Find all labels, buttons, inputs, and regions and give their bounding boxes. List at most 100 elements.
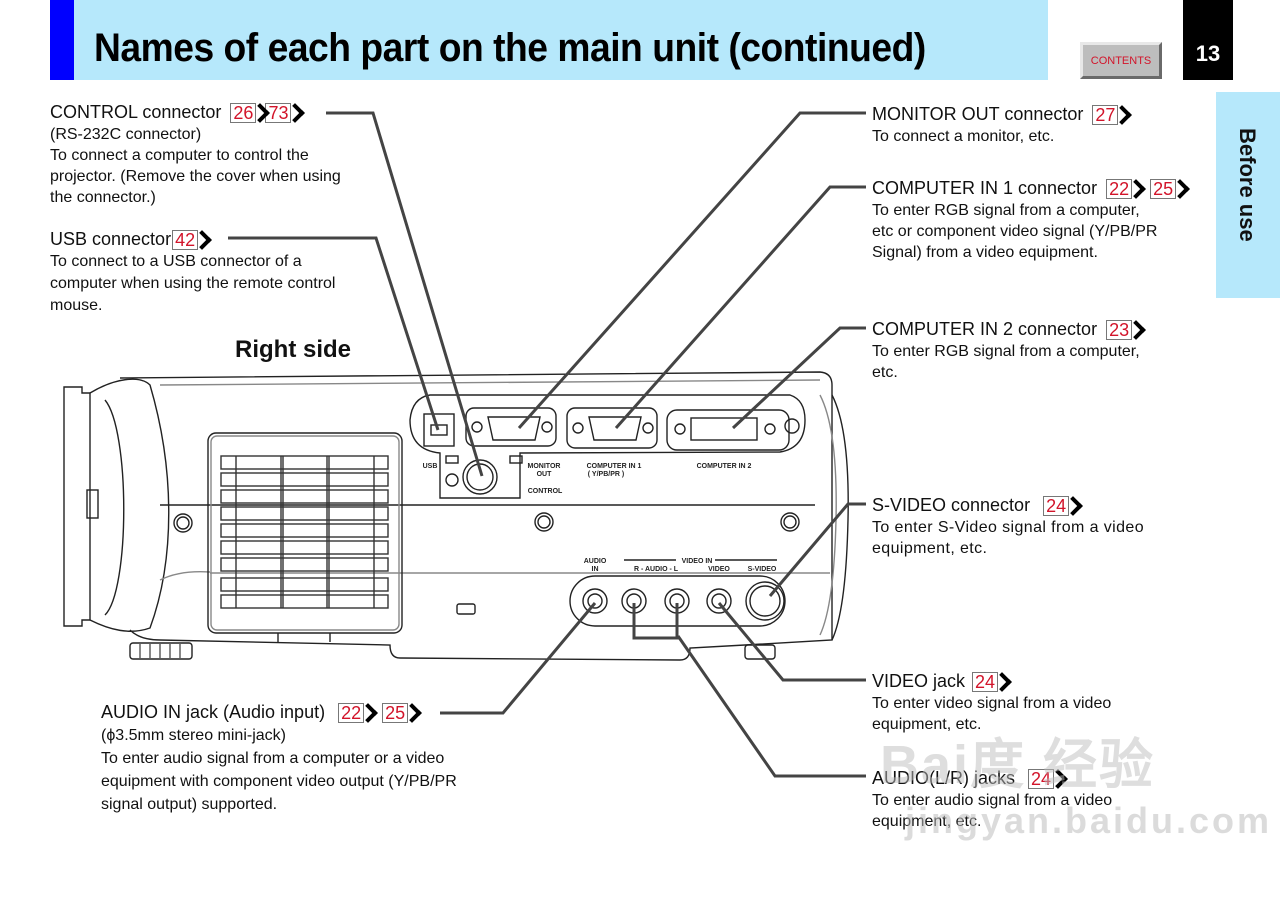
screws <box>173 418 800 533</box>
r-audio-l-label: R - AUDIO - L <box>634 566 679 573</box>
callout-text: To enter video signal from a video <box>872 695 1112 712</box>
page-ref-link[interactable]: 22 <box>1106 179 1141 199</box>
callout-text: the connector.) <box>50 189 156 206</box>
callout-text: (ϕ3.5mm stereo mini-jack) <box>101 727 286 744</box>
chevron-right-icon <box>290 103 300 123</box>
chevron-right-icon <box>1131 320 1141 340</box>
computer-in-1-port <box>566 407 658 449</box>
chevron-right-icon <box>1068 496 1078 516</box>
computer-in1-sub-label: ( Y/PB/PR ) <box>588 471 624 478</box>
callout-title: AUDIO IN jack (Audio input) <box>101 702 326 722</box>
control-port <box>462 459 498 495</box>
page-ref-link[interactable]: 25 <box>1150 179 1185 199</box>
page-ref-link[interactable]: 42 <box>172 230 207 250</box>
callout-video: VIDEO jack 24 To enter video signal from… <box>872 669 1111 735</box>
callout-title: COMPUTER IN 1 connector <box>872 178 1098 198</box>
callout-svideo: S-VIDEO connector 24 To enter S-Video si… <box>872 493 1144 559</box>
page-ref-link[interactable]: 25 <box>382 703 417 723</box>
chevron-right-icon <box>1175 179 1185 199</box>
chevron-right-icon <box>255 103 265 123</box>
callout-text: computer when using the remote control <box>50 275 336 292</box>
callout-text: projector. (Remove the cover when using <box>50 168 341 185</box>
page-ref-link[interactable]: 23 <box>1106 320 1141 340</box>
svideo-port <box>745 581 785 621</box>
lens-ring <box>63 386 91 627</box>
chevron-right-icon <box>1131 179 1141 199</box>
leader-lines <box>228 111 866 778</box>
page-ref-link[interactable]: 24 <box>1043 496 1078 516</box>
chevron-right-icon <box>363 703 373 723</box>
leader-svideo <box>768 502 866 597</box>
leader-audio-lr <box>676 635 866 778</box>
video-label: VIDEO <box>708 566 730 573</box>
audio-in-label: AUDIO <box>584 558 607 565</box>
page-ref-link[interactable]: 24 <box>972 672 1007 692</box>
callout-text: To enter audio signal from a video <box>872 792 1113 809</box>
callout-title: VIDEO jack <box>872 671 966 691</box>
page-number: 13 <box>1183 0 1233 80</box>
callout-text: (RS-232C connector) <box>50 126 202 143</box>
callout-audio-lr: AUDIO(L/R) jacks 24 To enter audio signa… <box>872 766 1112 832</box>
callout-text: etc. <box>872 364 898 381</box>
section-tab-before-use[interactable]: Before use <box>1216 92 1280 298</box>
connector-panel-top <box>409 394 806 499</box>
lens-latch <box>86 489 99 519</box>
callout-audio-in: AUDIO IN jack (Audio input) 22 25 (ϕ3.5m… <box>101 700 457 816</box>
header-accent-bar <box>50 0 74 80</box>
body-outline <box>119 371 833 661</box>
leader-computer-in1 <box>614 185 866 429</box>
callout-text: equipment, etc. <box>872 540 988 557</box>
leader-usb <box>228 236 440 431</box>
callout-text: To enter audio signal from a computer or… <box>101 750 445 767</box>
adjust-foot <box>129 642 193 660</box>
video-jack <box>706 588 732 614</box>
leader-monitor-out <box>517 111 866 429</box>
computer-in1-label: COMPUTER IN 1 <box>587 463 642 470</box>
chevron-right-icon <box>197 230 207 250</box>
vent-slots <box>220 455 389 609</box>
chevron-right-icon <box>1117 105 1127 125</box>
callout-computer-in1: COMPUTER IN 1 connector 22 25 To enter R… <box>872 176 1185 263</box>
section-tab-label: Before use <box>1235 128 1260 242</box>
callout-text: Signal) from a video equipment. <box>872 244 1098 261</box>
callout-text: To connect a monitor, etc. <box>872 128 1055 145</box>
page-ref-link[interactable]: 22 <box>338 703 373 723</box>
callout-text: To enter S-Video signal from a video <box>872 519 1145 536</box>
header-band <box>74 0 1048 80</box>
vent-grille <box>207 432 403 634</box>
chevron-right-icon <box>407 703 417 723</box>
chevron-right-icon <box>997 672 1007 692</box>
callout-text: equipment with component video output (Y… <box>101 773 457 790</box>
callout-text: equipment, etc. <box>872 716 982 733</box>
page-ref-link[interactable]: 73 <box>265 103 300 123</box>
callout-monitor-out: MONITOR OUT connector 27 To connect a mo… <box>872 102 1127 147</box>
watermark-logo: Bai度 经验 <box>880 735 1156 795</box>
audio-in-jack <box>582 588 608 614</box>
leader-audio-in <box>440 602 597 715</box>
callout-title: MONITOR OUT connector <box>872 104 1084 124</box>
callout-text: To enter RGB signal from a computer, <box>872 202 1140 219</box>
panel-labels: USB MONITOR OUT CONTROL COMPUTER IN 1 ( … <box>423 463 777 573</box>
callout-text: To enter RGB signal from a computer, <box>872 343 1140 360</box>
page-title: Names of each part on the main unit (con… <box>94 26 926 70</box>
contents-button[interactable]: CONTENTS <box>1080 42 1162 79</box>
page-ref-link[interactable]: 27 <box>1092 105 1127 125</box>
callout-computer-in2: COMPUTER IN 2 connector 23 To enter RGB … <box>872 317 1141 383</box>
callout-text: To connect a computer to control the <box>50 147 309 164</box>
computer-in-2-port <box>666 409 790 451</box>
callout-text: signal output) supported. <box>101 796 278 813</box>
monitor-out-label-2: OUT <box>537 471 553 478</box>
leader-video <box>717 602 866 682</box>
callout-text: mouse. <box>50 297 103 314</box>
leader-control <box>326 111 484 477</box>
callout-title: AUDIO(L/R) jacks <box>872 768 1016 788</box>
svideo-label: S-VIDEO <box>748 566 777 573</box>
callout-title: COMPUTER IN 2 connector <box>872 319 1098 339</box>
page-ref-link[interactable]: 24 <box>1028 769 1063 789</box>
control-label: CONTROL <box>528 488 563 495</box>
page-ref-link[interactable]: 26 <box>230 103 265 123</box>
security-slot <box>456 603 476 615</box>
callout-text: To connect to a USB connector of a <box>50 253 302 270</box>
